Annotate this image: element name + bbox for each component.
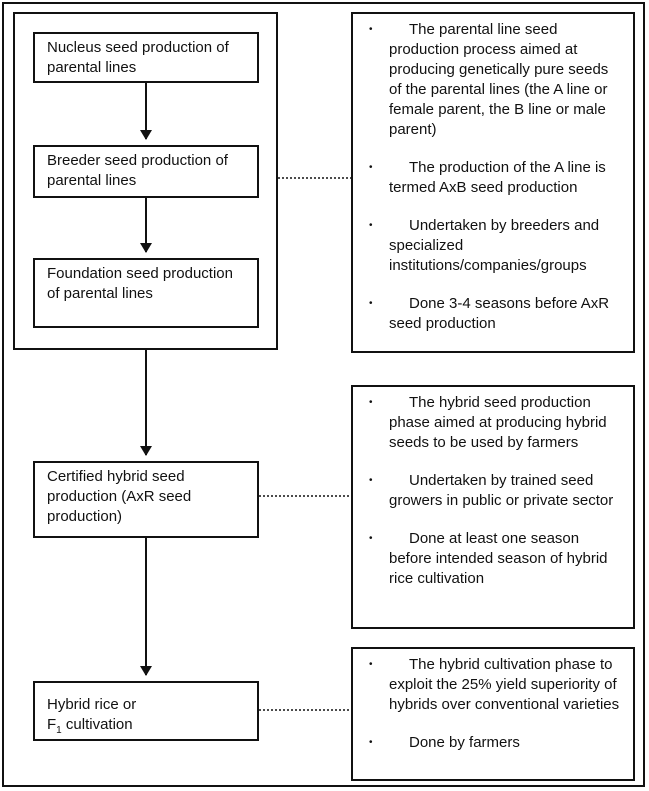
cultivation-notes-box: • The hybrid cultivation phase to exploit…	[351, 647, 635, 781]
hybrid-seed-note-1: • The hybrid seed production phase aimed …	[369, 393, 623, 453]
bullet-icon: •	[369, 24, 373, 35]
bullet-icon: •	[369, 737, 373, 748]
bullet-icon: •	[369, 533, 373, 544]
bullet-icon: •	[369, 298, 373, 309]
bullet-icon: •	[369, 397, 373, 408]
hybrid-seed-note-2: • Undertaken by trained seed growers in p…	[369, 471, 623, 511]
cultivation-note-2: • Done by farmers	[369, 733, 623, 753]
hybrid-seed-note-1-text: The hybrid seed production phase aimed a…	[389, 394, 607, 451]
nucleus-seed-label: Nucleus seed production of parental line…	[47, 39, 229, 76]
parental-note-4: • Done 3-4 seasons before AxR seed produc…	[369, 294, 623, 334]
breeder-seed-box: Breeder seed production of parental line…	[33, 145, 259, 198]
foundation-seed-label: Foundation seed production of parental l…	[47, 265, 233, 302]
foundation-seed-box: Foundation seed production of parental l…	[33, 258, 259, 328]
hybrid-seed-note-3-text: Done at least one season before intended…	[389, 530, 608, 587]
certified-hybrid-seed-box: Certified hybrid seed production (AxR se…	[33, 461, 259, 538]
hybrid-seed-note-2-text: Undertaken by trained seed growers in pu…	[389, 472, 614, 509]
parental-note-1-text: The parental line seed production proces…	[389, 21, 609, 138]
breeder-seed-label: Breeder seed production of parental line…	[47, 152, 228, 189]
hybrid-cultivation-box: Hybrid rice or F1 cultivation	[33, 681, 259, 741]
hybrid-cultivation-label-line1: Hybrid rice or	[47, 696, 137, 713]
bullet-icon: •	[369, 475, 373, 486]
f1-subscript: 1	[56, 725, 62, 736]
parental-note-2-text: The production of the A line is termed A…	[389, 159, 606, 196]
parental-note-4-text: Done 3-4 seasons before AxR seed product…	[389, 295, 610, 332]
certified-hybrid-seed-label: Certified hybrid seed production (AxR se…	[47, 468, 192, 525]
f1-prefix: F	[47, 716, 57, 733]
bullet-icon: •	[369, 220, 373, 231]
cultivation-note-1-text: The hybrid cultivation phase to exploit …	[389, 656, 620, 713]
parental-note-2: • The production of the A line is termed …	[369, 158, 623, 198]
parental-note-1: • The parental line seed production proce…	[369, 20, 623, 140]
cultivation-note-2-text: Done by farmers	[409, 734, 520, 751]
nucleus-seed-box: Nucleus seed production of parental line…	[33, 32, 259, 83]
parental-note-3-text: Undertaken by breeders and specialized i…	[389, 217, 600, 274]
parental-lines-group	[13, 12, 278, 350]
hybrid-seed-note-3: • Done at least one season before intende…	[369, 529, 623, 589]
bullet-icon: •	[369, 162, 373, 173]
hybrid-seed-notes-box: • The hybrid seed production phase aimed …	[351, 385, 635, 629]
parental-note-3: • Undertaken by breeders and specialized …	[369, 216, 623, 276]
parental-notes-box: • The parental line seed production proce…	[351, 12, 635, 353]
hybrid-cultivation-label-line2: cultivation	[61, 716, 133, 733]
bullet-icon: •	[369, 659, 373, 670]
cultivation-note-1: • The hybrid cultivation phase to exploit…	[369, 655, 623, 715]
